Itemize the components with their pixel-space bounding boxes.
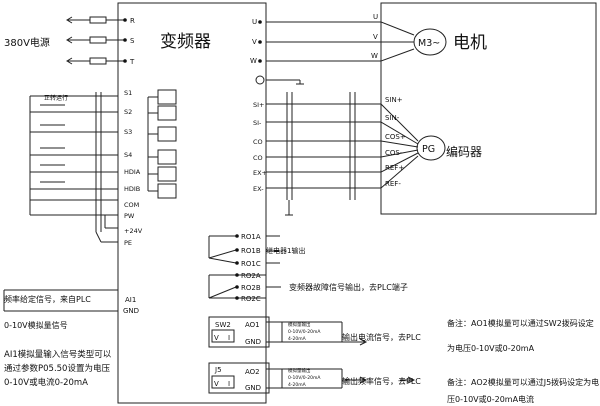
input-optocouplers [147,89,177,199]
term-PE: PE [124,239,132,247]
encoder-title: 编码器 [446,144,482,159]
motor-output-wiring [266,21,415,85]
term-T: T [129,58,135,66]
enc-REF-minus: REF- [385,180,401,188]
motor-encoder-box [380,2,597,215]
term-AI1: AI1 [125,296,136,304]
ground-icon [255,75,265,85]
ao1-wiring [208,316,368,348]
forward-label: 正转运行 [44,94,68,102]
sw2-v: V [214,334,219,342]
power-label: 380V电源 [4,36,50,49]
digital-input-wiring [29,92,118,243]
term-S1: S1 [124,89,132,97]
term-S4: S4 [124,151,132,159]
term-PW: PW [124,212,135,220]
term-CO-2: CO [253,154,263,162]
sw2-label: SW2 [215,321,231,329]
note2-line2: 压0-10V或0-20mA电流 [447,394,534,404]
ao2-text: 输出频率信号，去PLC [342,376,421,386]
term-RO1C: RO1C [241,260,261,268]
term-AO2: AO2 [245,368,260,376]
term-AO1: AO1 [245,321,260,329]
term-RO2B: RO2B [241,284,261,292]
inverter-box [117,2,267,404]
ao1-small-1: 模拟量输出 [288,321,311,328]
fault-label: 变频器故障信号输出，去PLC端子 [289,282,408,292]
ai1-wiring [3,289,118,312]
ai-note-2: 通过参数P05.50设置为电压 [4,363,110,374]
term-R: R [130,17,135,25]
term-GND-ai: GND [123,307,139,315]
term-24V: +24V [124,227,143,235]
term-W: W [250,57,257,65]
motor-title: 电机 [453,33,487,53]
term-CO-1: CO [253,138,263,146]
ao2-small-3: 4-20mA [288,382,307,388]
term-V: V [252,38,257,46]
term-EX-minus: EX- [253,185,264,193]
ao1-small-3: 4-20mA [288,336,307,342]
term-RO1B: RO1B [241,247,261,255]
term-RO2C: RO2C [241,295,261,303]
enc-SIN-minus: SIN- [385,114,400,122]
encoder-symbol [416,135,446,161]
ai-note-1: AI1模拟量输入信号类型可以 [4,349,112,360]
motor-term-V: V [373,33,378,41]
motor-term-W: W [371,52,378,60]
term-S3: S3 [124,128,132,136]
ao2-wiring [208,362,416,394]
ao1-small-2: 0-10V/0-20mA [288,329,321,335]
ao1-text: 输出电流信号，去PLC [342,332,421,342]
encoder-wiring [266,92,419,216]
enc-SIN-plus: SIN+ [385,96,403,104]
note2-line1: 备注：AO2模拟量可以通过J5拨码设定为电 [447,377,599,387]
motor-symbol-label: M3~ [418,38,440,49]
sw2-i: I [228,334,230,342]
term-COM: COM [124,201,139,209]
ao2-small-2: 0-10V/0-20mA [288,375,321,381]
term-HDIA: HDIA [124,168,141,176]
term-GND-ao1: GND [245,338,261,346]
term-SI-plus: SI+ [253,101,265,109]
j5-v: V [214,380,219,388]
relay1-label: 继电器1输出 [266,246,305,255]
relay1-wiring [208,234,280,265]
power-input-wiring [66,16,127,65]
term-GND-ao2: GND [245,384,261,392]
term-S2: S2 [124,108,132,116]
note1-line1: 备注：AO1模拟量可以通过SW2拨码设定 [447,318,594,328]
relay2-wiring [208,273,281,300]
freq-label-2: 0-10V模拟量信号 [4,320,68,330]
term-S: S [130,37,135,45]
term-SI-minus: SI- [253,119,262,127]
note1-line2: 为电压0-10V或0-20mA [447,343,535,353]
enc-REF-plus: REF+ [385,164,404,172]
term-EX-plus: EX+ [253,169,267,177]
inverter-title: 变频器 [160,32,211,52]
term-U: U [252,18,257,26]
enc-COS-plus: COS+ [385,133,406,141]
j5-label: J5 [214,366,222,374]
motor-term-U: U [373,13,378,21]
encoder-symbol-label: PG [422,144,435,155]
freq-label-1: 频率给定信号，来自PLC [4,294,91,304]
ai-note-3: 0-10V或电流0-20mA [4,377,88,388]
ao2-small-1: 模拟量输出 [288,367,311,374]
term-RO2A: RO2A [241,272,261,280]
term-HDIB: HDIB [124,185,140,193]
j5-i: I [228,380,230,388]
enc-COS-minus: COS- [385,149,403,157]
term-RO1A: RO1A [241,233,261,241]
